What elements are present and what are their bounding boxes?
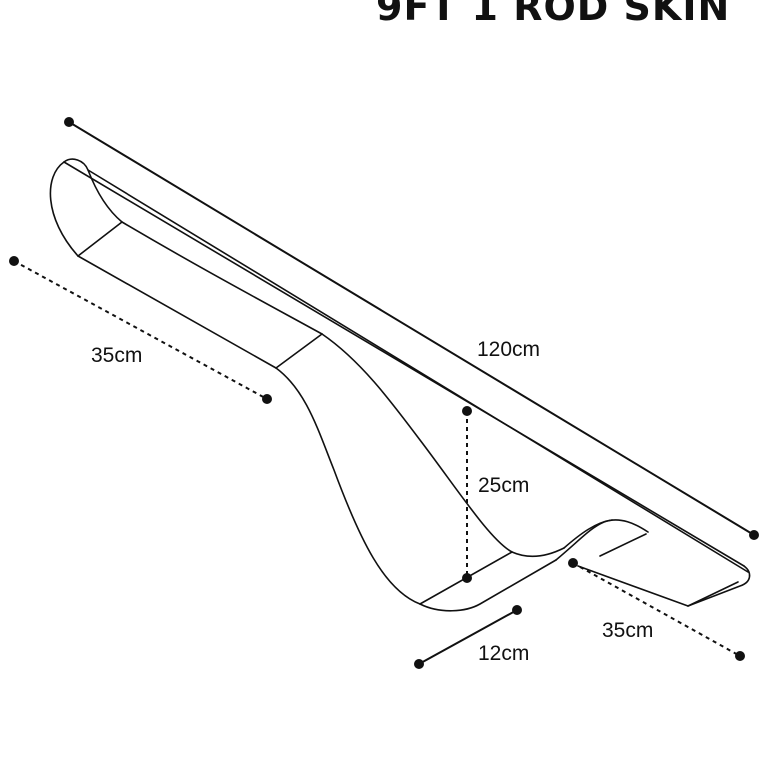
- left-section-divider: [77, 221, 123, 257]
- dimension-depth: 25cm: [462, 406, 529, 583]
- pocket-bottom-edge: [419, 559, 557, 612]
- left-end-cap: [63, 158, 123, 223]
- pocket-floor-right: [511, 547, 565, 558]
- dim-endpoint: [749, 530, 759, 540]
- dim-endpoint: [9, 256, 19, 266]
- right-bump-inner: [563, 519, 613, 549]
- left-step-divider: [275, 333, 323, 369]
- dim-label-right-35: 35cm: [602, 619, 653, 642]
- dim-endpoint: [462, 406, 472, 416]
- dim-endpoint: [414, 659, 424, 669]
- dim-line-right-35: [572, 562, 741, 657]
- dim-endpoint: [462, 573, 472, 583]
- dim-label-25: 25cm: [478, 474, 529, 497]
- dim-endpoint: [568, 558, 578, 568]
- dim-line-120: [68, 121, 755, 536]
- pocket-inner-curve: [321, 333, 513, 553]
- dim-label-12: 12cm: [478, 642, 529, 665]
- dimension-right-length: 35cm: [568, 558, 745, 661]
- dimension-left-length: 35cm: [9, 256, 272, 404]
- dim-line-left-35: [13, 260, 268, 400]
- pocket-outer-curve: [275, 367, 421, 605]
- dimension-width: 12cm: [414, 605, 529, 669]
- dim-endpoint: [735, 651, 745, 661]
- dim-label-120: 120cm: [477, 338, 540, 361]
- dim-endpoint: [512, 605, 522, 615]
- right-end-divider: [687, 581, 739, 607]
- dim-line-12: [418, 609, 518, 665]
- right-section-divider: [599, 533, 647, 557]
- back-rim-edge: [63, 161, 745, 567]
- dim-endpoint: [64, 117, 74, 127]
- page-title: 9FT 1 ROD SKIN: [376, 0, 730, 29]
- dim-label-left-35: 35cm: [91, 344, 142, 367]
- rod-skin-outline: [49, 158, 751, 612]
- dim-endpoint: [262, 394, 272, 404]
- dimension-total-length: 120cm: [64, 117, 759, 540]
- left-front-curve: [49, 161, 79, 257]
- right-bottom-edge: [577, 565, 689, 607]
- right-end-cap: [687, 565, 751, 607]
- left-bottom-edge: [77, 255, 277, 369]
- back-wall-inner: [87, 169, 749, 573]
- back-wall-top: [121, 221, 323, 335]
